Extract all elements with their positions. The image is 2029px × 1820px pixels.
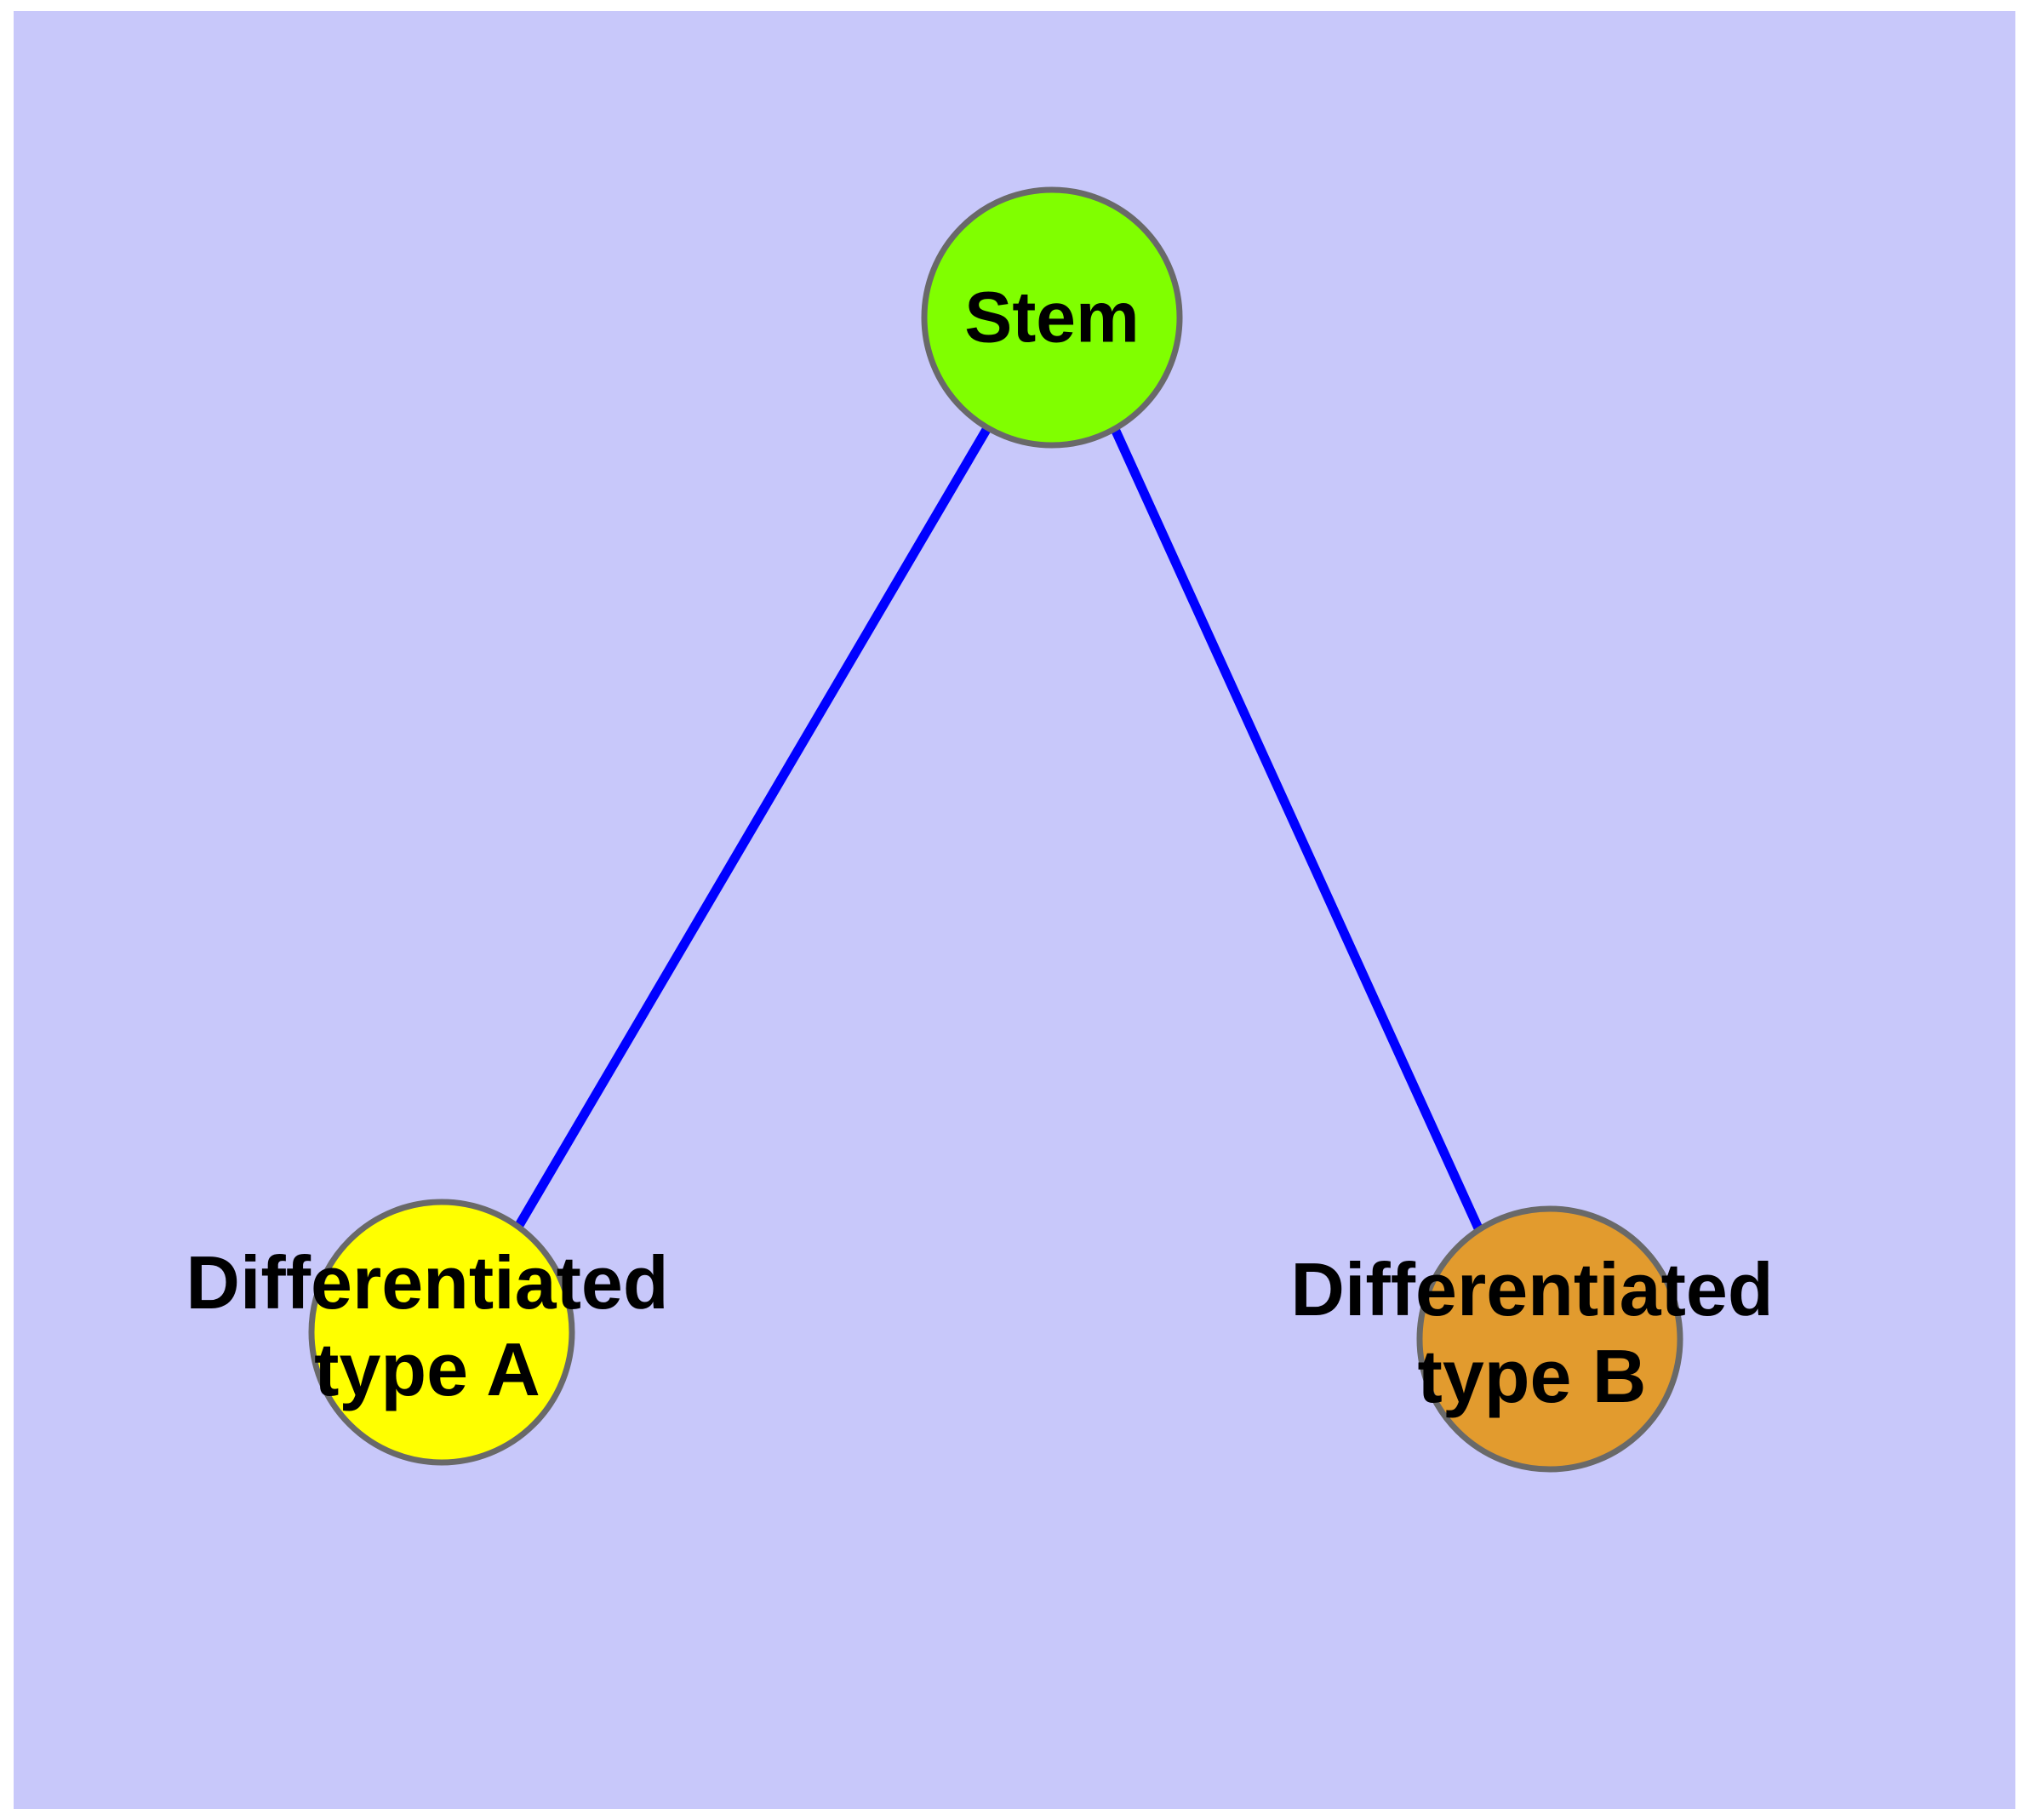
- graph-node-diff-type-b[interactable]: [1416, 1205, 1683, 1473]
- graph-edge-stem-to-b[interactable]: [1110, 426, 1484, 1233]
- graph-node-diff-type-a[interactable]: [308, 1199, 575, 1466]
- graph-node-stem[interactable]: [921, 186, 1183, 449]
- nodes-group: [308, 186, 1683, 1473]
- graph-edge-stem-to-a[interactable]: [514, 426, 992, 1229]
- edges-group: [514, 426, 1484, 1233]
